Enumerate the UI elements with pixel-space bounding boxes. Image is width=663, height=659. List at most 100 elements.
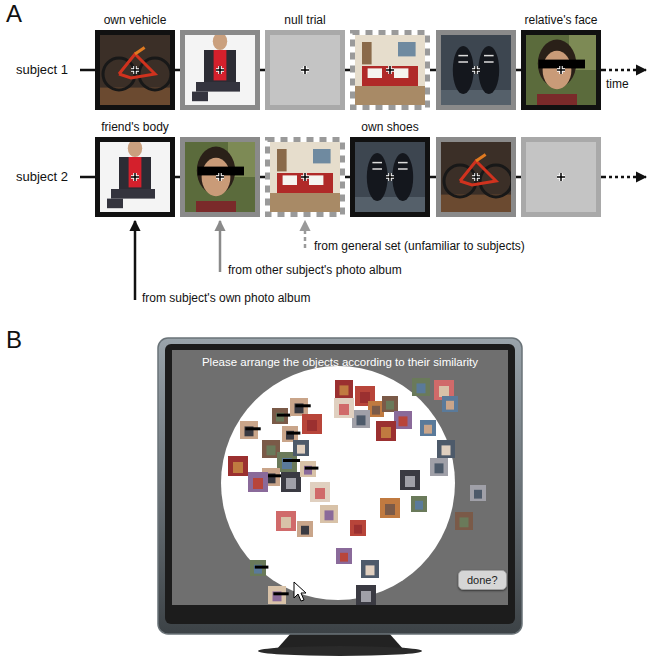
photo-shape: [484, 61, 494, 63]
frame-border: [183, 33, 258, 108]
photo-shape: [372, 168, 382, 170]
thumbnail-detail: [267, 445, 276, 455]
instruction-text: Please arrange the objects according to …: [172, 350, 508, 370]
thumbnail-detail: [424, 425, 432, 434]
thumbnail-detail: [435, 463, 444, 473]
fixation-cross: [216, 66, 224, 74]
thumbnail-detail: [325, 510, 334, 520]
photo-shape: [277, 149, 287, 171]
frame-border: [268, 140, 343, 215]
frame-border: [353, 33, 428, 108]
frame-border: [268, 33, 343, 108]
thumbnail: [250, 560, 268, 576]
panel-letter: B: [6, 326, 22, 355]
thumbnail-detail: [297, 445, 305, 454]
thumbnail: [376, 421, 396, 441]
thumbnail-group: [228, 378, 486, 605]
thumbnail-photo: [297, 521, 313, 537]
thumbnail-photo: [293, 440, 309, 456]
thumbnail-photo: [442, 396, 458, 412]
thumbnail-photo: [350, 520, 366, 536]
thumbnail: [228, 456, 248, 476]
frame-heading: own shoes: [361, 120, 418, 134]
thumbnail: [248, 472, 268, 492]
photo-shape: [350, 137, 430, 217]
censor-bar: [277, 414, 291, 417]
fixation-cross: [557, 66, 565, 74]
source-arrows: [135, 221, 305, 300]
leader-arrow-black: [134, 221, 137, 300]
frame-heading: friend's body: [101, 120, 169, 134]
frame-border: [439, 140, 514, 215]
thumbnail-photo: [336, 548, 352, 564]
row-label: subject 1: [16, 62, 68, 78]
fixation-cross: [386, 173, 394, 181]
photo-shape: [458, 55, 468, 57]
photo-frame: [180, 30, 260, 110]
monitor-screen: [172, 350, 508, 605]
photo-shape: [135, 48, 145, 54]
frame-border: [353, 140, 428, 215]
fixation-cross: [386, 66, 394, 74]
censor-bar: [283, 459, 300, 462]
thumbnail: [350, 520, 366, 536]
thumbnail-detail: [366, 565, 375, 575]
photo-shape: [521, 137, 601, 217]
fixation-cross: [216, 173, 224, 181]
thumbnail: [437, 440, 455, 458]
thumbnail: [455, 512, 473, 530]
thumbnail-photo: [420, 420, 436, 436]
thumbnail-detail: [439, 386, 449, 397]
monitor-bezel-inner: [165, 344, 515, 624]
photo-frame-node: friend's body: [95, 137, 175, 217]
photo-shape: [192, 92, 208, 102]
thumbnail-detail: [339, 404, 349, 415]
thumbnail-photo: [281, 472, 301, 492]
arena-circle: [221, 366, 455, 600]
thumbnail-detail: [474, 490, 482, 499]
photo-frame: [521, 30, 601, 110]
photo-frame: [350, 137, 430, 217]
frame-heading: relative's face: [525, 13, 598, 27]
thumbnail-detail: [460, 517, 469, 527]
photo-shape: [392, 153, 413, 201]
photo-shape: [129, 157, 142, 187]
thumbnail-detail: [233, 462, 243, 473]
fixation-cross: [386, 66, 394, 74]
mouse-cursor: [294, 582, 306, 601]
thumbnail: [382, 396, 398, 412]
photo-frame: [265, 30, 345, 110]
thumbnail: [282, 426, 300, 442]
thumbnail-detail: [286, 478, 296, 489]
thumbnail-photo: [470, 485, 486, 501]
thumbnail: [442, 396, 458, 412]
thumbnail-detail: [415, 501, 423, 510]
photo-shape: [460, 161, 496, 185]
photo-shape: [309, 175, 323, 185]
thumbnail: [470, 485, 486, 501]
frame-border: [524, 140, 599, 215]
thumbnail: [293, 440, 309, 456]
photo-shape: [478, 46, 499, 94]
photo-shape: [398, 168, 408, 170]
thumbnail-detail: [361, 591, 371, 602]
thumbnail-detail: [417, 383, 426, 393]
thumbnail-photo: [437, 440, 455, 458]
thumbnail-photo: [400, 470, 420, 490]
frame-heading: own vehicle: [104, 13, 167, 27]
frame-border: [98, 140, 173, 215]
thumbnail-photo: [302, 414, 322, 434]
photo-shape: [204, 50, 236, 82]
thumbnail: [352, 410, 370, 428]
monitor: [158, 338, 522, 656]
thumbnail-photo: [310, 482, 330, 502]
thumbnail: [420, 420, 436, 436]
thumbnail: [240, 421, 261, 439]
thumbnail-detail: [281, 517, 291, 528]
photo-shape: [453, 46, 474, 94]
thumbnail-detail: [253, 478, 263, 489]
fixation-cross: [557, 173, 565, 181]
photo-frame: [350, 30, 430, 110]
frame-border: [98, 33, 173, 108]
thumbnail-detail: [385, 504, 395, 515]
